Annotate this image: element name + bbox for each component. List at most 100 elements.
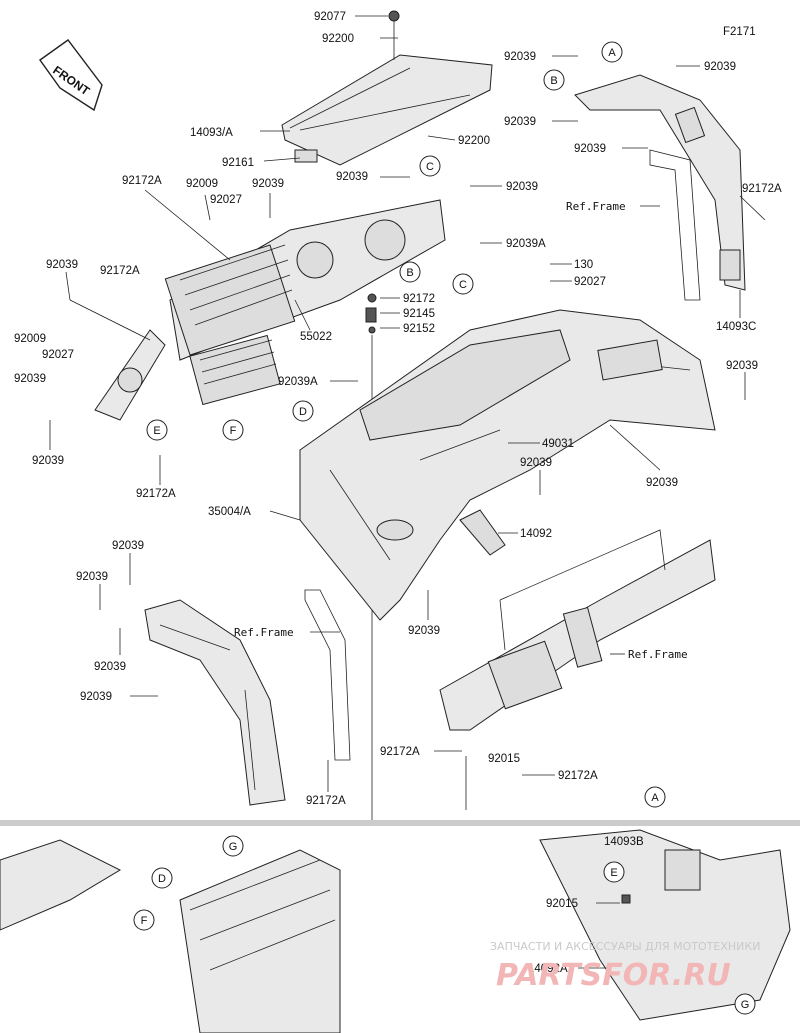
ref-frame-label-3: Ref.Frame (628, 648, 688, 661)
tray-14092 (459, 509, 506, 556)
label-92039-r5: 92039 (726, 360, 758, 372)
label-92039-r2: 92039 (704, 61, 736, 73)
label-92200-a: 92200 (322, 33, 354, 45)
callout-circle-a2: A (644, 786, 666, 808)
label-92145: 92145 (403, 308, 435, 320)
callout-circle-b1: B (543, 69, 565, 91)
svg-text:D: D (158, 873, 166, 885)
label-92172a-1: 92172A (122, 175, 162, 187)
svg-text:G: G (229, 841, 238, 853)
label-14093a: 14093/A (190, 127, 233, 139)
label-130: 130 (574, 259, 593, 271)
label-14093b: 14093B (604, 836, 644, 848)
label-14092: 14092 (520, 528, 552, 540)
section-divider (0, 820, 800, 826)
svg-text:D: D (299, 406, 307, 418)
figure-code: F2171 (723, 26, 756, 38)
main-dash-body (299, 309, 716, 621)
label-92027-2: 92027 (42, 349, 74, 361)
label-92172: 92172 (403, 293, 435, 305)
label-49031: 49031 (542, 438, 574, 450)
label-92172a-b2: 92172A (380, 746, 420, 758)
top-cover-panel (281, 54, 493, 166)
left-fender-panel (144, 599, 286, 806)
label-92039-b5: 92039 (408, 625, 440, 637)
label-92039-c: 92039 (520, 457, 552, 469)
bolt-92077-icon (388, 10, 400, 22)
callout-circle-c1: C (419, 155, 441, 177)
label-92172a-b: 92172A (306, 795, 346, 807)
label-92039-r3: 92039 (504, 116, 536, 128)
label-14093c: 14093C (716, 321, 756, 333)
ref-frame-label-2: Ref.Frame (234, 626, 294, 639)
callout-circle-g1: G (222, 835, 244, 857)
rear-frame-assembly (439, 529, 716, 731)
label-92039a-2: 92039A (278, 376, 318, 388)
label-92027-1: 92027 (210, 194, 242, 206)
label-92161: 92161 (222, 157, 254, 169)
svg-text:F: F (230, 425, 237, 437)
callout-circle-c2: C (452, 273, 474, 295)
label-92039-r1: 92039 (504, 51, 536, 63)
ref-frame-left-bar (304, 589, 351, 761)
front-grill-panel (164, 199, 446, 361)
callout-circle-f1: F (222, 419, 244, 441)
bottom-left-inset (0, 839, 341, 1033)
label-92039-b3: 92039 (94, 661, 126, 673)
callout-circle-a1: A (601, 41, 623, 63)
label-92039a-1: 92039A (506, 238, 546, 250)
label-92039-l3: 92039 (32, 455, 64, 467)
svg-text:G: G (741, 999, 750, 1011)
svg-text:A: A (608, 47, 616, 59)
grill-screen-panel (189, 334, 281, 406)
svg-text:B: B (550, 75, 557, 87)
label-92200-b: 92200 (458, 135, 490, 147)
label-92015-2: 92015 (546, 898, 578, 910)
label-92015-1: 92015 (488, 753, 520, 765)
fastener-stack (365, 293, 377, 334)
svg-text:E: E (610, 867, 617, 879)
callout-circle-d1: D (292, 400, 314, 422)
label-92039-r4: 92039 (574, 143, 606, 155)
svg-text:E: E (153, 425, 160, 437)
label-92039-top2: 92039 (506, 181, 538, 193)
svg-text:C: C (459, 279, 467, 291)
label-92039-c2: 92039 (646, 477, 678, 489)
svg-text:F: F (141, 915, 148, 927)
callout-circle-d2: D (151, 867, 173, 889)
label-92152: 92152 (403, 323, 435, 335)
label-14092a: 14092A (528, 963, 568, 975)
label-55022: 55022 (300, 331, 332, 343)
watermark-line1: ЗАПЧАСТИ И АКСЕССУАРЫ ДЛЯ МОТОТЕХНИКИ (490, 940, 760, 953)
label-92039-b4: 92039 (80, 691, 112, 703)
svg-text:A: A (651, 792, 659, 804)
watermark-line2: PARTSFOR.RU (496, 958, 731, 993)
label-92039-2: 92039 (252, 178, 284, 190)
label-92172a-b3: 92172A (558, 770, 598, 782)
label-92172a-r: 92172A (742, 183, 782, 195)
callout-circle-g2: G (734, 993, 756, 1015)
label-92039-b1: 92039 (112, 540, 144, 552)
label-92009-1: 92009 (186, 178, 218, 190)
svg-text:B: B (406, 267, 413, 279)
callout-circle-e2: E (603, 861, 625, 883)
label-92039-b2: 92039 (76, 571, 108, 583)
front-arrow-icon: FRONT (39, 39, 103, 112)
label-92039-top: 92039 (336, 171, 368, 183)
label-35004a: 35004/A (208, 506, 251, 518)
label-92172a-2: 92172A (100, 265, 140, 277)
label-92077: 92077 (314, 11, 346, 23)
label-92172a-3: 92172A (136, 488, 176, 500)
label-92039-l1: 92039 (46, 259, 78, 271)
right-side-panel (574, 74, 746, 291)
label-92009-2: 92009 (14, 333, 46, 345)
label-92027-3: 92027 (574, 276, 606, 288)
callout-circle-f2: F (133, 909, 155, 931)
svg-text:C: C (426, 161, 434, 173)
label-92039-l2: 92039 (14, 373, 46, 385)
callout-circle-e1: E (146, 419, 168, 441)
left-bracket-panel (94, 329, 166, 421)
bottom-right-inset (539, 829, 791, 1021)
ref-frame-label-1: Ref.Frame (566, 200, 626, 213)
